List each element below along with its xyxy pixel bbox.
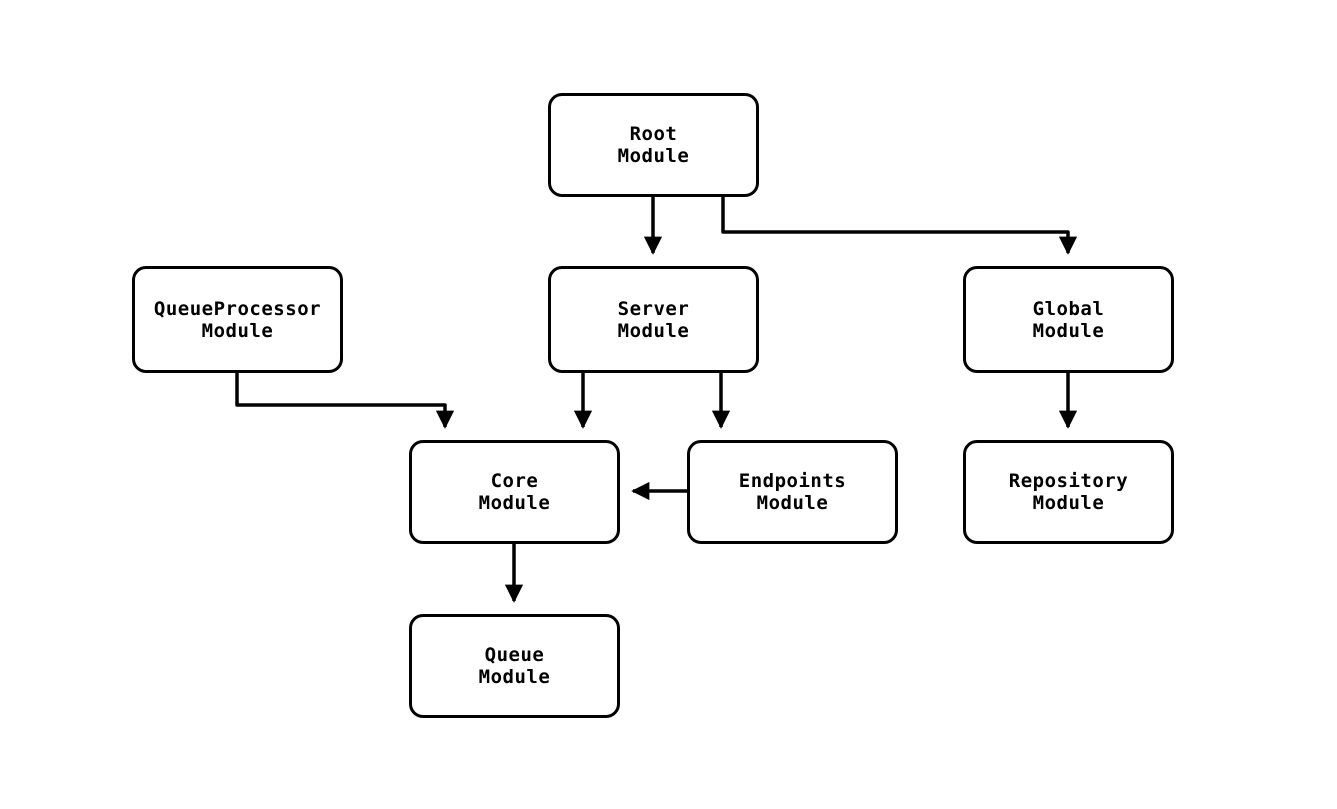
node-queue-module-suffix: Module [478,666,551,688]
node-server-module[interactable]: Server Module [548,266,759,373]
node-root-module-suffix: Module [617,145,690,167]
node-global-module[interactable]: Global Module [963,266,1174,373]
node-repository-module-name: Repository [1008,470,1129,492]
node-repository-module[interactable]: Repository Module [963,440,1174,544]
node-queue-module-name: Queue [484,644,545,666]
node-queueprocessor-module-name: QueueProcessor [153,297,322,320]
node-core-module-name: Core [490,470,539,492]
node-global-module-suffix: Module [1032,319,1105,342]
edge-queueprocessor-to-core [235,373,455,429]
node-core-module-suffix: Module [478,492,551,514]
node-global-module-name: Global [1032,297,1105,320]
node-endpoints-module[interactable]: Endpoints Module [687,440,898,544]
node-queueprocessor-module-suffix: Module [201,319,274,342]
node-endpoints-module-suffix: Module [756,492,829,514]
node-repository-module-suffix: Module [1032,492,1105,514]
node-root-module-name: Root [629,123,678,145]
node-queueprocessor-module[interactable]: QueueProcessor Module [132,266,343,373]
node-root-module[interactable]: Root Module [548,93,759,197]
node-queue-module[interactable]: Queue Module [409,614,620,718]
node-core-module[interactable]: Core Module [409,440,620,544]
edge-root-to-global [721,197,1078,255]
node-endpoints-module-name: Endpoints [738,470,847,492]
node-server-module-suffix: Module [617,319,690,342]
node-server-module-name: Server [617,297,690,320]
